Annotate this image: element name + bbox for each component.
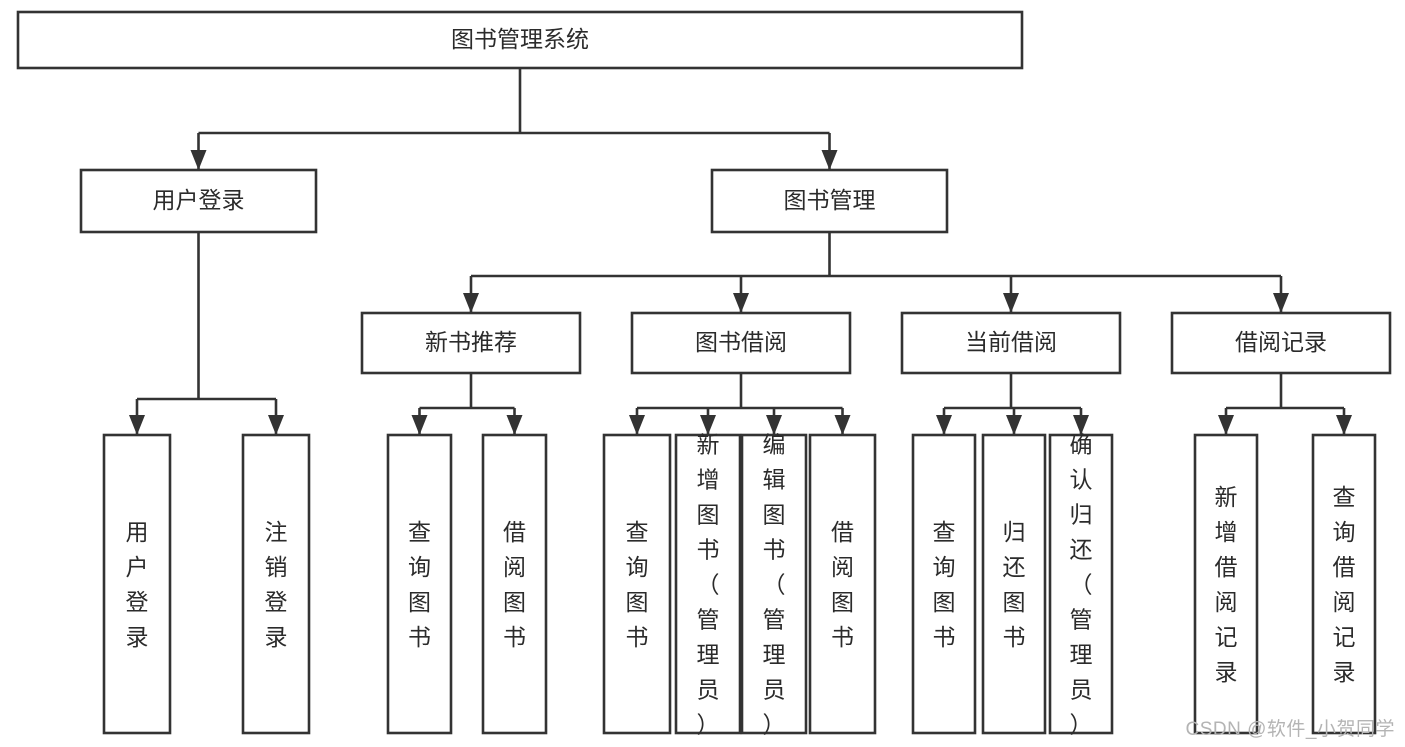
node-leaf-4-label: 查询图书 — [626, 519, 649, 650]
node-level3-0[interactable]: 新书推荐 — [360, 311, 582, 375]
node-root-system-label: 图书管理系统 — [451, 26, 589, 52]
node-leaf-10[interactable]: 确认归还（管理员） — [1048, 432, 1114, 738]
node-leaf-4-box[interactable] — [602, 433, 672, 735]
node-leaf-8[interactable]: 查询图书 — [911, 433, 977, 735]
node-leaf-9[interactable]: 归还图书 — [981, 433, 1047, 735]
node-leaf-11[interactable]: 新增借阅记录 — [1193, 433, 1259, 735]
node-level3-2[interactable]: 当前借阅 — [900, 311, 1122, 375]
node-leaf-5[interactable]: 新增图书（管理员） — [674, 432, 742, 738]
node-leaf-6-box[interactable] — [740, 433, 808, 735]
node-leaf-2[interactable]: 查询图书 — [386, 433, 453, 735]
connector-layer — [129, 68, 1352, 435]
node-leaf-0-box[interactable] — [102, 433, 172, 735]
node-leaf-8-box[interactable] — [911, 433, 977, 735]
node-leaf-11-label: 新增借阅记录 — [1215, 484, 1238, 685]
node-leaf-10-box[interactable] — [1048, 433, 1114, 735]
node-leaf-1-label: 注销登录 — [265, 519, 288, 650]
node-level3-1-label: 图书借阅 — [695, 329, 787, 355]
node-level3-0-label: 新书推荐 — [425, 329, 517, 355]
node-leaf-7-box[interactable] — [808, 433, 877, 735]
node-leaf-0[interactable]: 用户登录 — [102, 433, 172, 735]
node-layer: 图书管理系统用户登录图书管理新书推荐图书借阅当前借阅借阅记录用户登录注销登录查询… — [16, 10, 1392, 738]
node-leaf-7-label: 借阅图书 — [831, 519, 854, 650]
node-level3-1-box[interactable] — [630, 311, 852, 375]
node-leaf-6[interactable]: 编辑图书（管理员） — [740, 432, 808, 738]
node-root-system-box[interactable] — [16, 10, 1024, 70]
node-leaf-3-box[interactable] — [481, 433, 548, 735]
node-leaf-8-label: 查询图书 — [933, 519, 956, 650]
node-leaf-12-box[interactable] — [1311, 433, 1377, 735]
node-leaf-9-label: 归还图书 — [1003, 519, 1026, 650]
node-leaf-7[interactable]: 借阅图书 — [808, 433, 877, 735]
node-level3-1[interactable]: 图书借阅 — [630, 311, 852, 375]
node-leaf-2-label: 查询图书 — [408, 519, 431, 650]
node-level2-1-label: 图书管理 — [784, 187, 876, 213]
node-leaf-6-label: 编辑图书（管理员） — [763, 432, 786, 738]
node-level2-0[interactable]: 用户登录 — [79, 168, 318, 234]
node-level2-0-label: 用户登录 — [153, 187, 245, 213]
node-leaf-5-label: 新增图书（管理员） — [697, 432, 720, 738]
node-level3-0-box[interactable] — [360, 311, 582, 375]
node-leaf-3[interactable]: 借阅图书 — [481, 433, 548, 735]
node-leaf-12-label: 查询借阅记录 — [1333, 484, 1356, 685]
node-leaf-0-label: 用户登录 — [126, 519, 149, 650]
node-leaf-1-box[interactable] — [241, 433, 311, 735]
node-leaf-4[interactable]: 查询图书 — [602, 433, 672, 735]
node-leaf-12[interactable]: 查询借阅记录 — [1311, 433, 1377, 735]
node-level2-0-box[interactable] — [79, 168, 318, 234]
node-level3-2-label: 当前借阅 — [965, 329, 1057, 355]
node-leaf-1[interactable]: 注销登录 — [241, 433, 311, 735]
node-level2-1[interactable]: 图书管理 — [710, 168, 949, 234]
node-level3-3-box[interactable] — [1170, 311, 1392, 375]
node-level3-3[interactable]: 借阅记录 — [1170, 311, 1392, 375]
node-level2-1-box[interactable] — [710, 168, 949, 234]
node-root-system[interactable]: 图书管理系统 — [16, 10, 1024, 70]
node-leaf-9-box[interactable] — [981, 433, 1047, 735]
node-leaf-11-box[interactable] — [1193, 433, 1259, 735]
node-level3-3-label: 借阅记录 — [1235, 329, 1327, 355]
node-level3-2-box[interactable] — [900, 311, 1122, 375]
node-leaf-5-box[interactable] — [674, 433, 742, 735]
node-leaf-10-label: 确认归还（管理员） — [1070, 432, 1093, 738]
node-leaf-2-box[interactable] — [386, 433, 453, 735]
node-leaf-3-label: 借阅图书 — [503, 519, 526, 650]
